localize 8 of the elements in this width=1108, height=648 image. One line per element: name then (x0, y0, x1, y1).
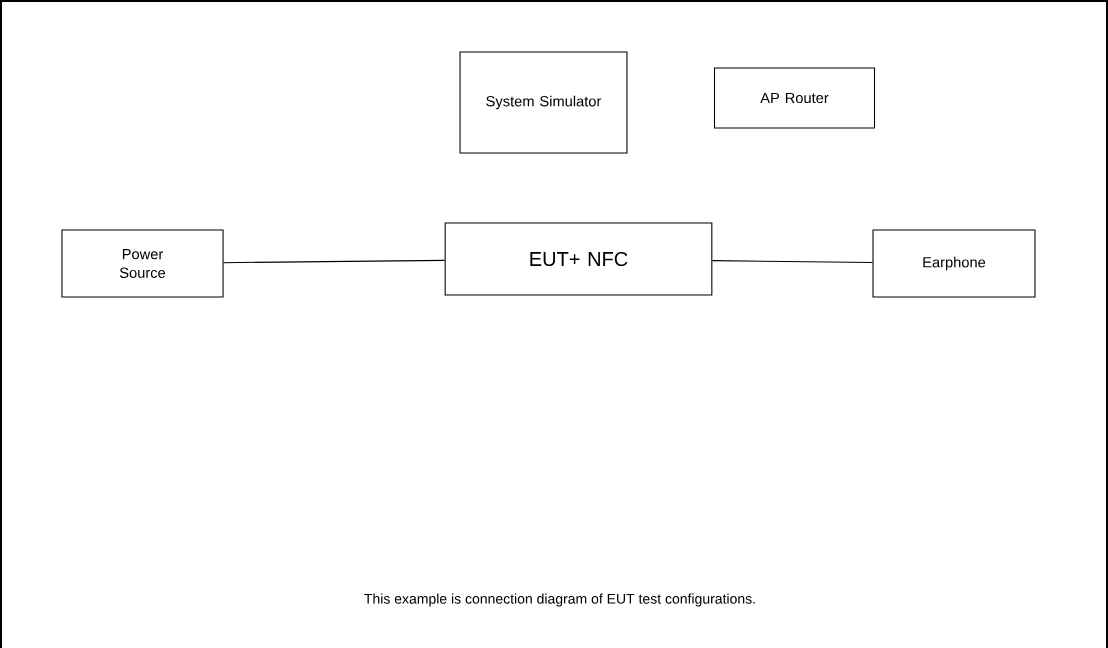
connection-line (711, 260, 873, 264)
caption: This example is connection diagram of EUT test configurations. (364, 593, 755, 607)
device-box: EUT+ NFC (444, 222, 713, 296)
connection-line (223, 259, 446, 264)
device-box: AP Router (713, 67, 876, 129)
device-box: Earphone (872, 229, 1036, 298)
device-box: System Simulator (459, 51, 628, 154)
device-box: Power Source (61, 229, 224, 298)
